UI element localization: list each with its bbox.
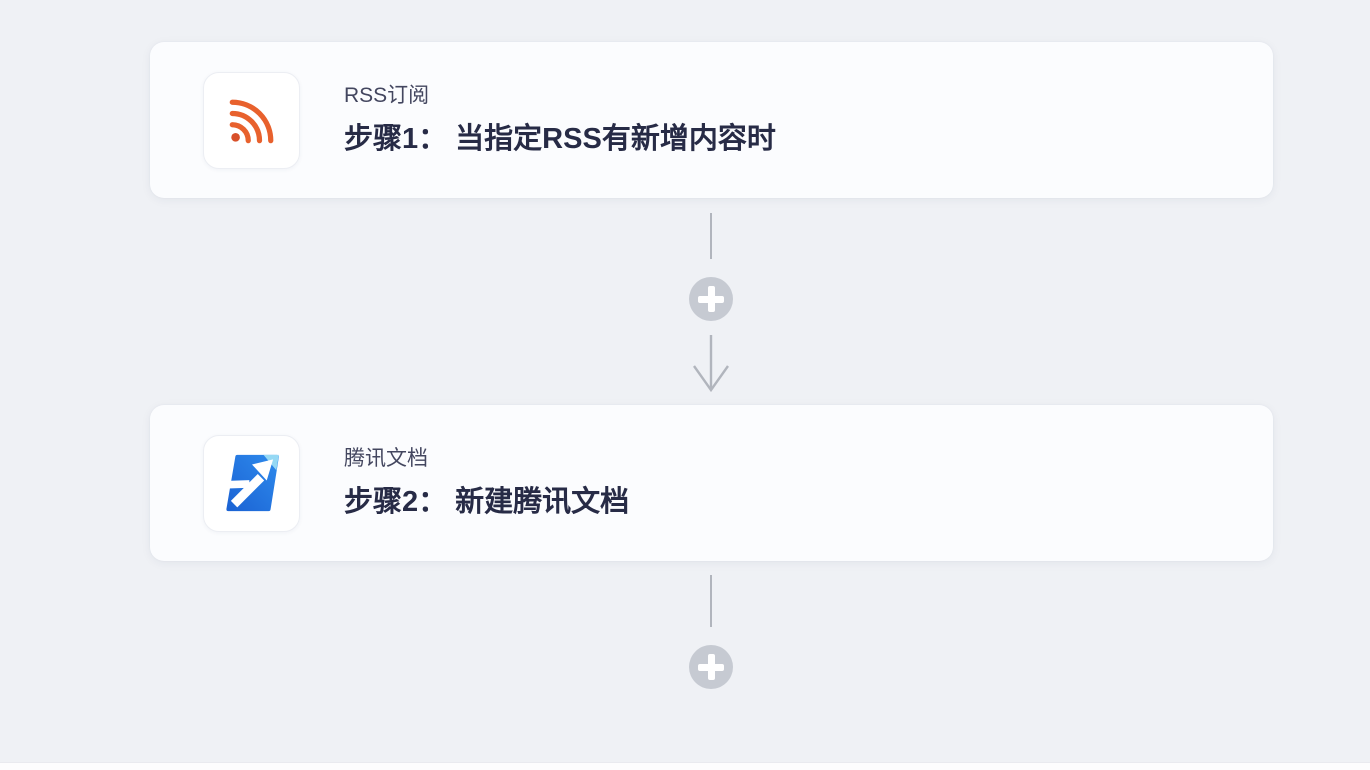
step-title: 步骤1： 当指定RSS有新增内容时 (344, 122, 776, 155)
plus-icon (689, 277, 733, 321)
step-2-text: 腾讯文档 步骤2： 新建腾讯文档 (344, 446, 629, 520)
rss-app-icon-tile (203, 71, 300, 169)
add-step-button-1[interactable] (689, 277, 733, 321)
app-name-label: 腾讯文档 (344, 446, 428, 470)
bottom-edge-strip (0, 762, 1370, 770)
step-title: 步骤2： 新建腾讯文档 (344, 485, 630, 518)
connector-line-bottom (710, 575, 712, 627)
plus-icon (689, 645, 733, 689)
rss-icon (229, 99, 273, 144)
tencent-docs-app-icon-tile (203, 434, 300, 532)
connector-line-top (710, 213, 712, 259)
add-step-button-2[interactable] (689, 645, 733, 689)
arrow-down-icon (693, 335, 729, 393)
tencent-docs-icon (225, 454, 279, 512)
app-name-label: RSS订阅 (344, 83, 430, 107)
step-1-text: RSS订阅 步骤1： 当指定RSS有新增内容时 (344, 83, 776, 157)
step-card-1[interactable]: RSS订阅 步骤1： 当指定RSS有新增内容时 (150, 42, 1273, 198)
step-card-2[interactable]: 腾讯文档 步骤2： 新建腾讯文档 (150, 405, 1273, 561)
